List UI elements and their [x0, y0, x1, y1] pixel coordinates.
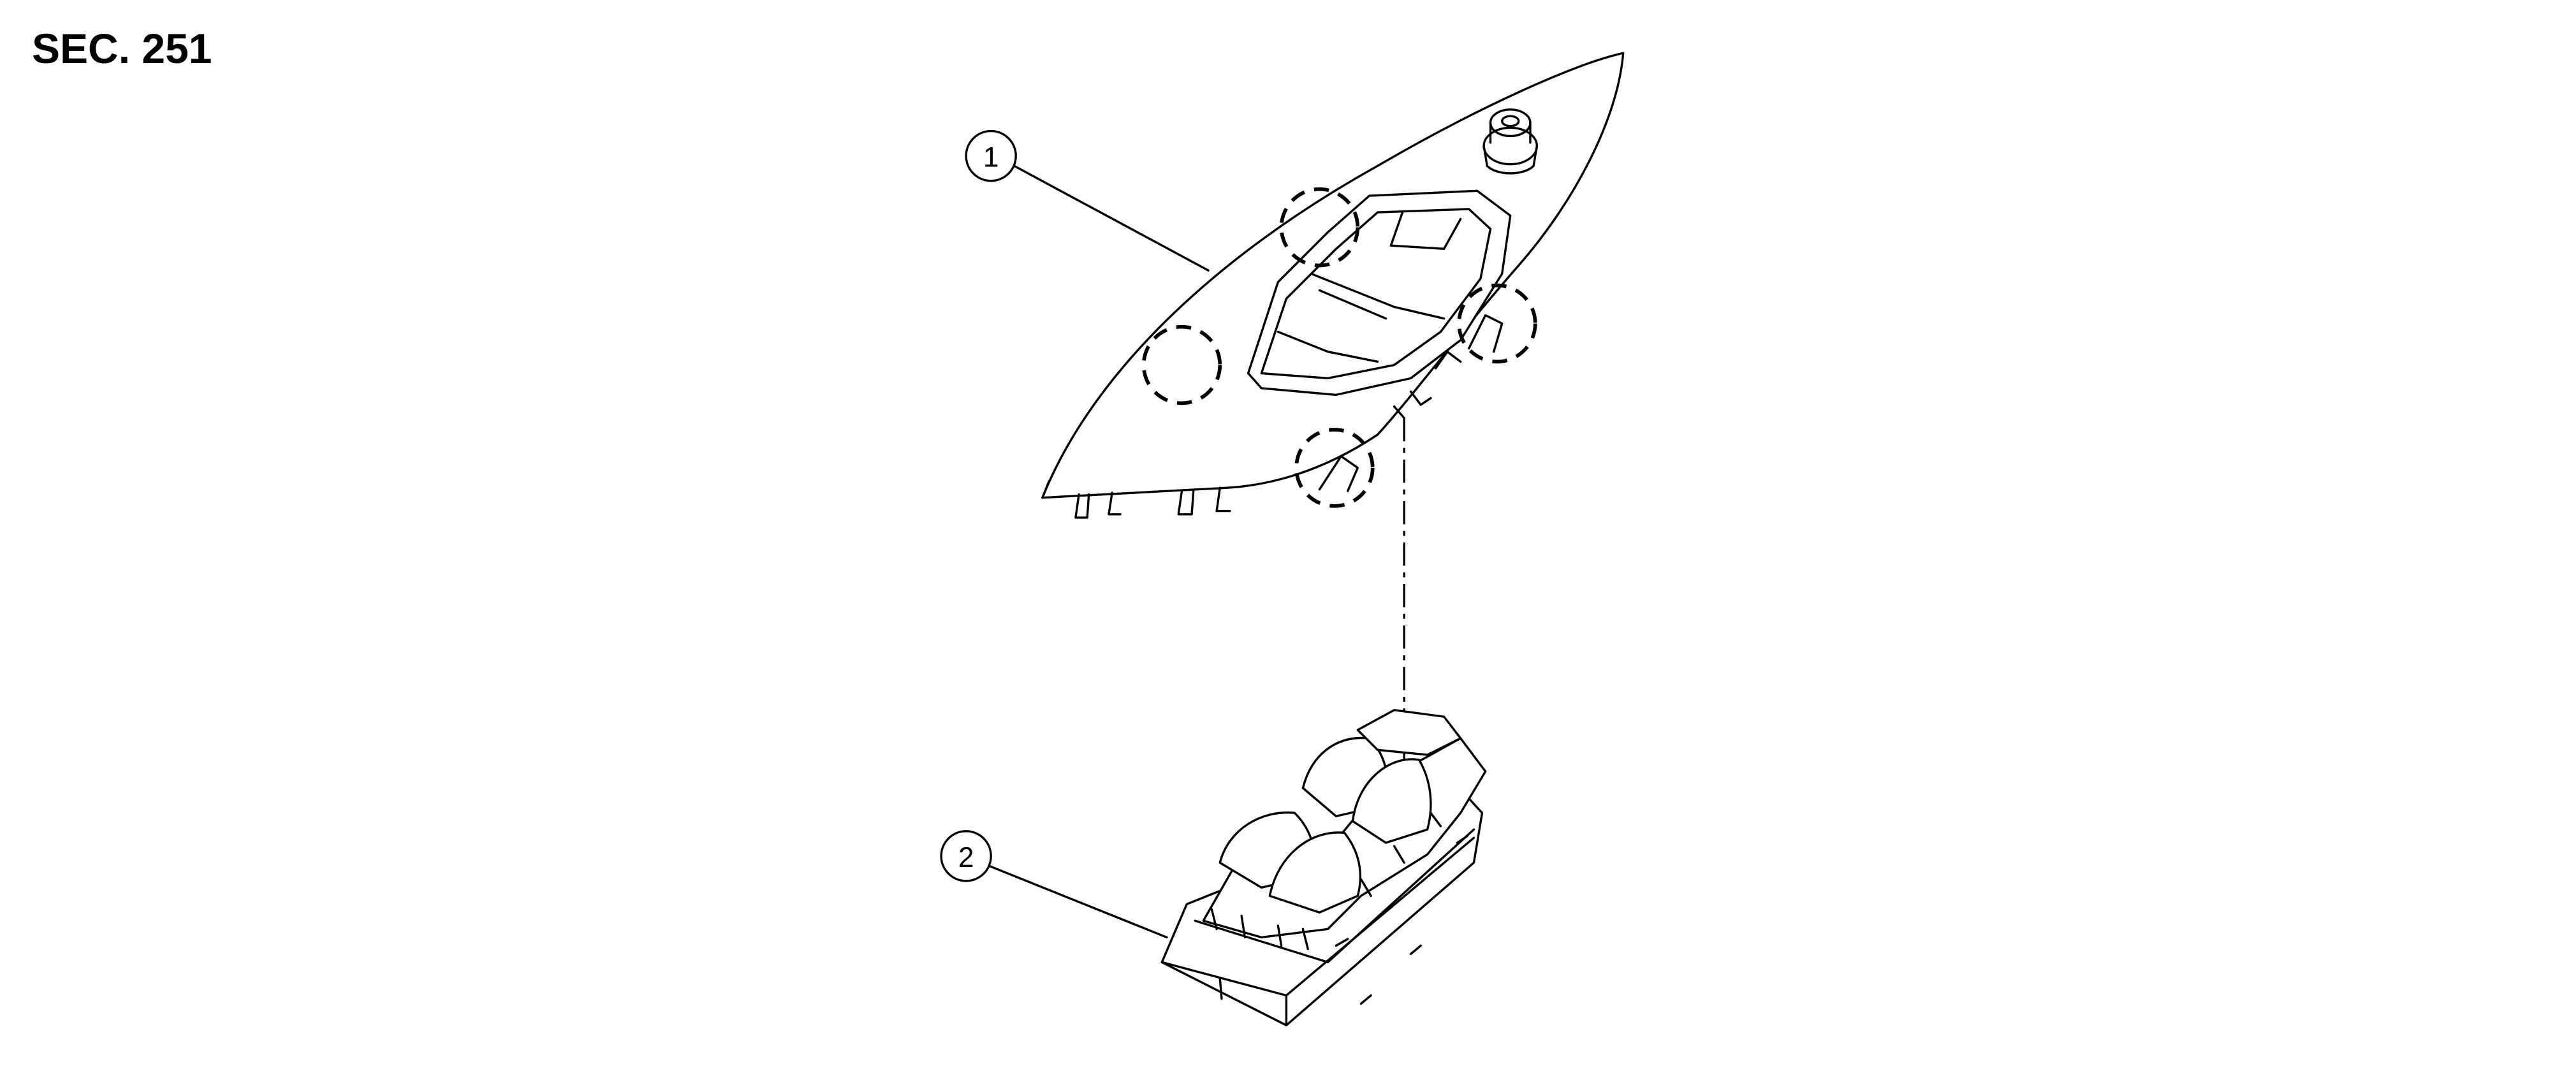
- mirror-control-knob: [1482, 108, 1539, 175]
- power-window-main-switch: [1160, 709, 1487, 1027]
- clip-location-marker: [1141, 324, 1222, 405]
- callout-2: 2: [940, 830, 1168, 939]
- clip-location-marker: [1279, 187, 1360, 268]
- section-label: SEC. 251: [32, 25, 212, 72]
- power-window-switch-finisher: [1041, 52, 1625, 519]
- callout-number: 1: [983, 142, 999, 173]
- clip-location-marker: [1294, 428, 1375, 508]
- callout-number: 2: [958, 842, 974, 873]
- callout-1: 1: [965, 129, 1210, 272]
